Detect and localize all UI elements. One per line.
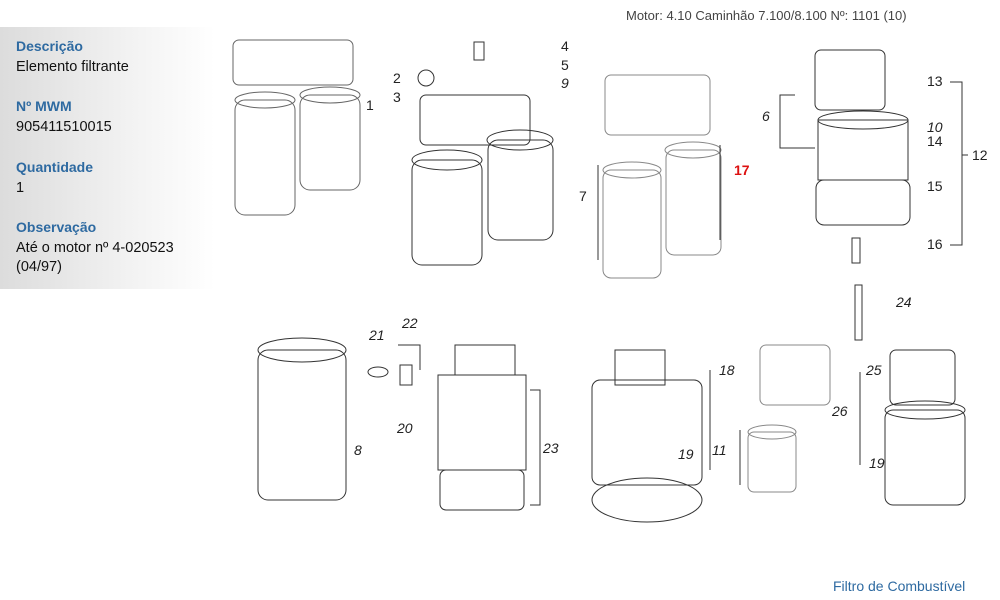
observacao-value: Até o motor nº 4-020523 (04/97) <box>16 240 174 275</box>
filter-assembly-double-3 <box>602 74 722 279</box>
callout-1: 1 <box>366 97 374 113</box>
quantidade-value: 1 <box>16 180 25 196</box>
callout-18: 18 <box>719 362 735 378</box>
mwm-label: Nº MWM <box>16 98 72 114</box>
filter-assembly-double-1 <box>232 39 361 216</box>
filter-assembly-18 <box>591 349 703 523</box>
filter-assembly-26 <box>884 349 966 506</box>
callout-16: 16 <box>927 236 943 252</box>
callout-22: 22 <box>402 315 418 331</box>
callout-14: 14 <box>927 133 943 149</box>
callout-2: 2 <box>393 70 401 86</box>
engine-info: Motor: 4.10 Caminhão 7.100/8.100 Nº: 110… <box>626 8 907 23</box>
callout-12: 12 <box>972 147 988 163</box>
callout-13: 13 <box>927 73 943 89</box>
callout-17[interactable]: 17 <box>734 162 750 178</box>
callout-8: 8 <box>354 442 362 458</box>
filter-assembly-single-1 <box>814 49 911 341</box>
filter-assembly-11 <box>747 344 831 493</box>
filter-assembly-double-2 <box>411 41 554 266</box>
mwm-value: 905411510015 <box>16 119 112 135</box>
diagram-title: Filtro de Combustível <box>833 578 966 594</box>
callout-15: 15 <box>927 178 943 194</box>
callout-6: 6 <box>762 108 770 124</box>
filter-element-8 <box>257 337 347 501</box>
descricao-label: Descrição <box>16 38 83 54</box>
callout-7: 7 <box>579 188 587 204</box>
callout-25: 25 <box>866 362 882 378</box>
callout-10: 10 <box>927 119 943 135</box>
callout-5: 5 <box>561 57 569 73</box>
callout-21: 21 <box>369 327 385 343</box>
callout-19: 19 <box>678 446 694 462</box>
callout-23: 23 <box>543 440 559 456</box>
callout-11: 11 <box>712 442 727 458</box>
callout-20: 20 <box>397 420 413 436</box>
descricao-value: Elemento filtrante <box>16 59 129 75</box>
callout-4: 4 <box>561 38 569 54</box>
callout-19: 19 <box>869 455 885 471</box>
quantidade-label: Quantidade <box>16 159 94 175</box>
callout-26: 26 <box>832 403 848 419</box>
part-details-panel: Descrição Elemento filtrante Nº MWM 9054… <box>0 27 215 289</box>
observacao-label: Observação <box>16 219 97 235</box>
callout-3: 3 <box>393 89 401 105</box>
callout-24: 24 <box>896 294 912 310</box>
leader-lines <box>398 81 968 506</box>
filter-assembly-23 <box>367 344 527 511</box>
callout-9: 9 <box>561 75 569 91</box>
